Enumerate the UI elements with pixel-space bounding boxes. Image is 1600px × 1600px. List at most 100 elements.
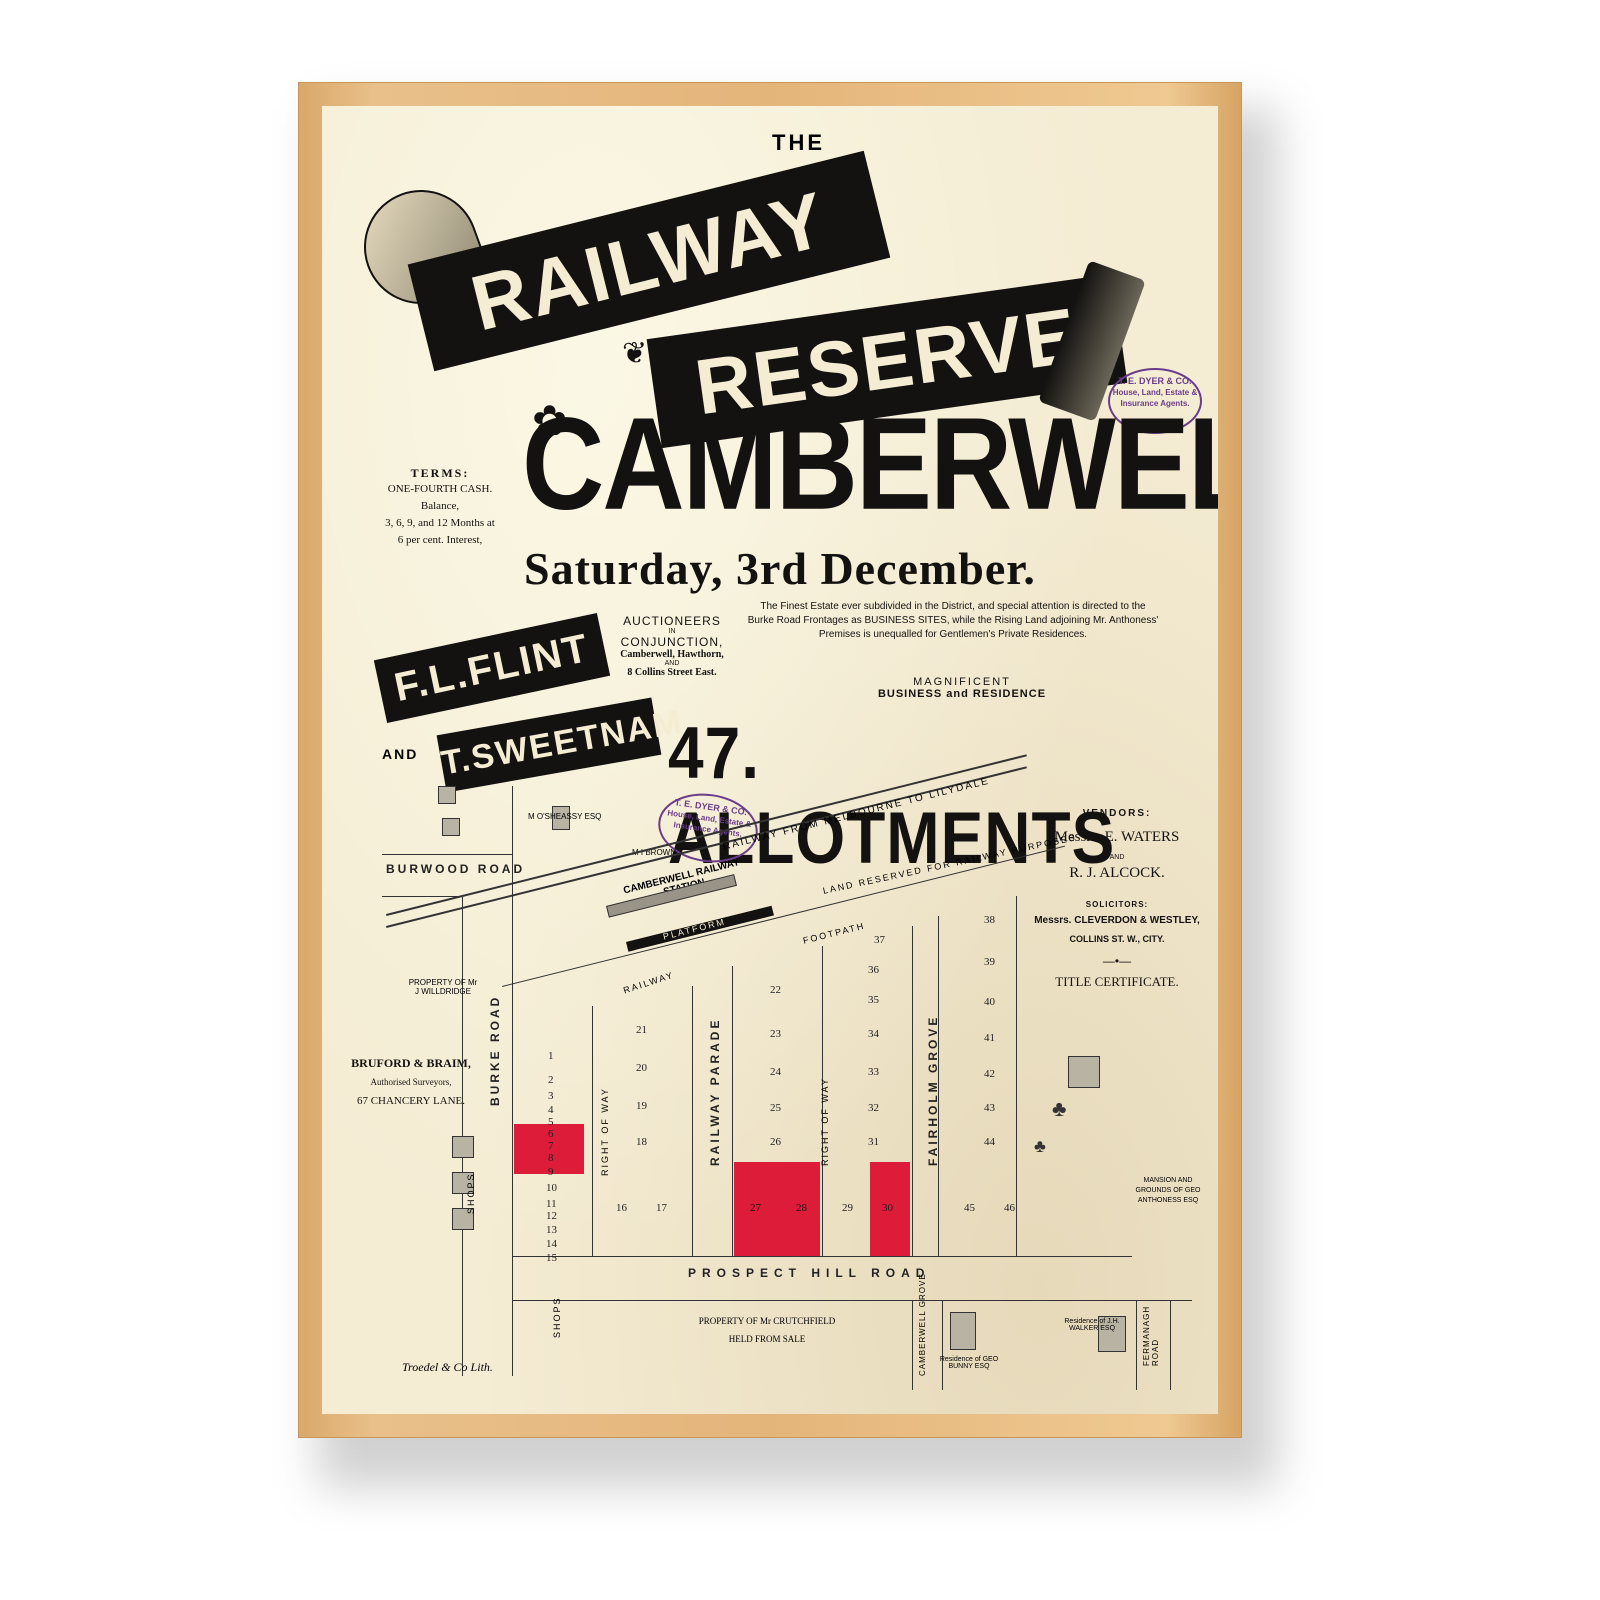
lot-boundary bbox=[692, 986, 693, 1256]
held-from-sale-label: HELD FROM SALE bbox=[728, 1334, 806, 1344]
terms-line: ONE-FOURTH CASH. bbox=[387, 483, 493, 495]
lot-number: 34 bbox=[868, 1028, 879, 1040]
and-small: AND bbox=[664, 660, 680, 667]
lot-number: 11 bbox=[546, 1198, 557, 1210]
lot-number: 1 bbox=[548, 1050, 554, 1062]
lot-number: 31 bbox=[868, 1136, 879, 1148]
lot-number: 6 bbox=[548, 1128, 554, 1140]
fermanagh-road-label: FERMANAGH ROAD bbox=[1142, 1305, 1160, 1366]
terms-line: 3, 6, 9, and 12 Months at bbox=[385, 517, 495, 529]
prospect-hill-road-label: PROSPECT HILL ROAD bbox=[688, 1266, 931, 1280]
solicitor-name: Messrs. CLEVERDON & WESTLEY, bbox=[1034, 915, 1200, 926]
lot-number: 3 bbox=[548, 1090, 554, 1102]
terms-block: TERMS: ONE-FOURTH CASH. Balance, 3, 6, 9… bbox=[360, 466, 520, 549]
terms-heading: TERMS: bbox=[410, 466, 470, 480]
vendors-block: VENDORS: Messrs. E. WATERS AND R. J. ALC… bbox=[1032, 808, 1202, 990]
burke-road-label: BURKE ROAD bbox=[488, 994, 502, 1106]
stamp-text-top: T. E. DYER & CO. bbox=[1118, 376, 1192, 386]
surveyors-block: BRUFORD & BRAIM, Authorised Surveyors, 6… bbox=[336, 1056, 486, 1107]
conjunction-label: CONJUNCTION, bbox=[620, 635, 724, 649]
building bbox=[950, 1312, 976, 1350]
lot-number: 46 bbox=[1004, 1202, 1015, 1214]
lot-number: 15 bbox=[546, 1252, 557, 1264]
camberwell-grove-edge bbox=[912, 1300, 913, 1390]
lot-number: 43 bbox=[984, 1102, 995, 1114]
lot-number: 7 bbox=[548, 1140, 554, 1152]
lot-boundary bbox=[1016, 896, 1017, 1256]
burwood-road-edge bbox=[382, 854, 512, 855]
lot-number: 28 bbox=[796, 1202, 807, 1214]
lot-number: 22 bbox=[770, 984, 781, 996]
solicitors-heading: SOLICITORS: bbox=[1085, 900, 1149, 909]
building bbox=[452, 1136, 474, 1158]
in-label: IN bbox=[668, 628, 676, 635]
building bbox=[1098, 1316, 1126, 1352]
lot-number: 17 bbox=[656, 1202, 667, 1214]
camberwell-grove-edge bbox=[942, 1300, 943, 1390]
lot-number: 44 bbox=[984, 1136, 995, 1148]
lot-number: 45 bbox=[964, 1202, 975, 1214]
picture-frame: THE RAILWAY RESERVE T. E. DYER & CO. Hou… bbox=[298, 82, 1242, 1438]
surveyors-address: 67 CHANCERY LANE. bbox=[356, 1095, 466, 1107]
lot-number: 27 bbox=[750, 1202, 761, 1214]
agent-stamp-top: T. E. DYER & CO. House, Land, Estate & I… bbox=[1108, 368, 1202, 434]
brown-label: M I BROWN bbox=[632, 848, 676, 857]
the-heading: THE bbox=[772, 130, 825, 155]
camberwell-title: CAMBERWELL bbox=[522, 391, 1218, 538]
lithographer-credit: Troedel & Co Lith. bbox=[402, 1360, 493, 1374]
title-certificate: TITLE CERTIFICATE. bbox=[1055, 974, 1179, 989]
crutchfield-block: PROPERTY OF Mr CRUTCHFIELD HELD FROM SAL… bbox=[692, 1312, 842, 1348]
walker-residence-label: Residence of J.H. WALKER ESQ bbox=[1064, 1318, 1120, 1332]
tree-icon: ♣ bbox=[1034, 1136, 1046, 1156]
lot-number: 16 bbox=[616, 1202, 627, 1214]
tree-icon: ♣ bbox=[1052, 1096, 1067, 1121]
lot-number: 24 bbox=[770, 1066, 781, 1078]
lot-number: 12 bbox=[546, 1210, 557, 1222]
lot-number: 39 bbox=[984, 956, 995, 968]
poster-paper: THE RAILWAY RESERVE T. E. DYER & CO. Hou… bbox=[322, 106, 1218, 1414]
fairholm-grove-label: FAIRHOLM GROVE bbox=[926, 1014, 940, 1166]
address-line-1: Camberwell, Hawthorn, bbox=[620, 649, 724, 660]
and-label: AND bbox=[382, 746, 419, 762]
railway-parade-label: RAILWAY PARADE bbox=[708, 1017, 722, 1166]
magnificent-label: MAGNIFICENT bbox=[913, 676, 1011, 688]
magnificent-block: MAGNIFICENT BUSINESS and RESIDENCE bbox=[842, 676, 1082, 700]
lot-number: 32 bbox=[868, 1102, 879, 1114]
lot-number: 8 bbox=[548, 1152, 554, 1164]
lot-number: 20 bbox=[636, 1062, 647, 1074]
lot-boundary bbox=[938, 916, 939, 1256]
address-line-2: 8 Collins Street East. bbox=[627, 667, 717, 678]
stamp-text-mid: House, Land, Estate & Insurance Agents. bbox=[1112, 388, 1198, 408]
lot-number: 42 bbox=[984, 1068, 995, 1080]
crutchfield-label: PROPERTY OF Mr CRUTCHFIELD bbox=[698, 1316, 836, 1326]
auction-date: Saturday, 3rd December. bbox=[524, 543, 1036, 594]
bunny-residence-label: Residence of GEO BUNNY ESQ bbox=[939, 1356, 999, 1370]
lot-number: 26 bbox=[770, 1136, 781, 1148]
lot-number: 9 bbox=[548, 1166, 554, 1178]
scroll-ornament-icon: ❦ bbox=[622, 337, 648, 370]
prospect-hill-road-edge bbox=[512, 1300, 1192, 1301]
auctioneers-block: AUCTIONEERS IN CONJUNCTION, Camberwell, … bbox=[602, 614, 742, 678]
burke-road-east-edge bbox=[512, 786, 513, 1376]
lot-number: 10 bbox=[546, 1182, 557, 1194]
building bbox=[438, 786, 456, 804]
railway-label: RAILWAY bbox=[622, 969, 676, 996]
vendors-heading: VENDORS: bbox=[1082, 808, 1152, 819]
lot-number: 33 bbox=[868, 1066, 879, 1078]
lot-boundary bbox=[592, 1006, 593, 1256]
lot-number: 36 bbox=[868, 964, 879, 976]
surveyors-name: BRUFORD & BRAIM, bbox=[351, 1056, 471, 1070]
sold-lots-27-28 bbox=[734, 1162, 820, 1256]
sweetnam-banner: T.SWEETNAM bbox=[436, 697, 686, 793]
lot-number: 5 bbox=[548, 1116, 554, 1128]
business-residence-label: BUSINESS and RESIDENCE bbox=[877, 688, 1047, 700]
terms-line: 6 per cent. Interest, bbox=[397, 534, 483, 546]
flint-banner: F.L.FLINT bbox=[373, 612, 611, 724]
building bbox=[552, 806, 570, 830]
mansion-label: MANSION AND GROUNDS OF GEO ANTHONESS ESQ bbox=[1135, 1177, 1201, 1204]
right-of-way-label: RIGHT OF WAY bbox=[820, 1077, 830, 1166]
lot-number: 14 bbox=[546, 1238, 557, 1250]
lot-number: 23 bbox=[770, 1028, 781, 1040]
lot-number: 29 bbox=[842, 1202, 853, 1214]
terms-line: Balance, bbox=[420, 500, 460, 512]
